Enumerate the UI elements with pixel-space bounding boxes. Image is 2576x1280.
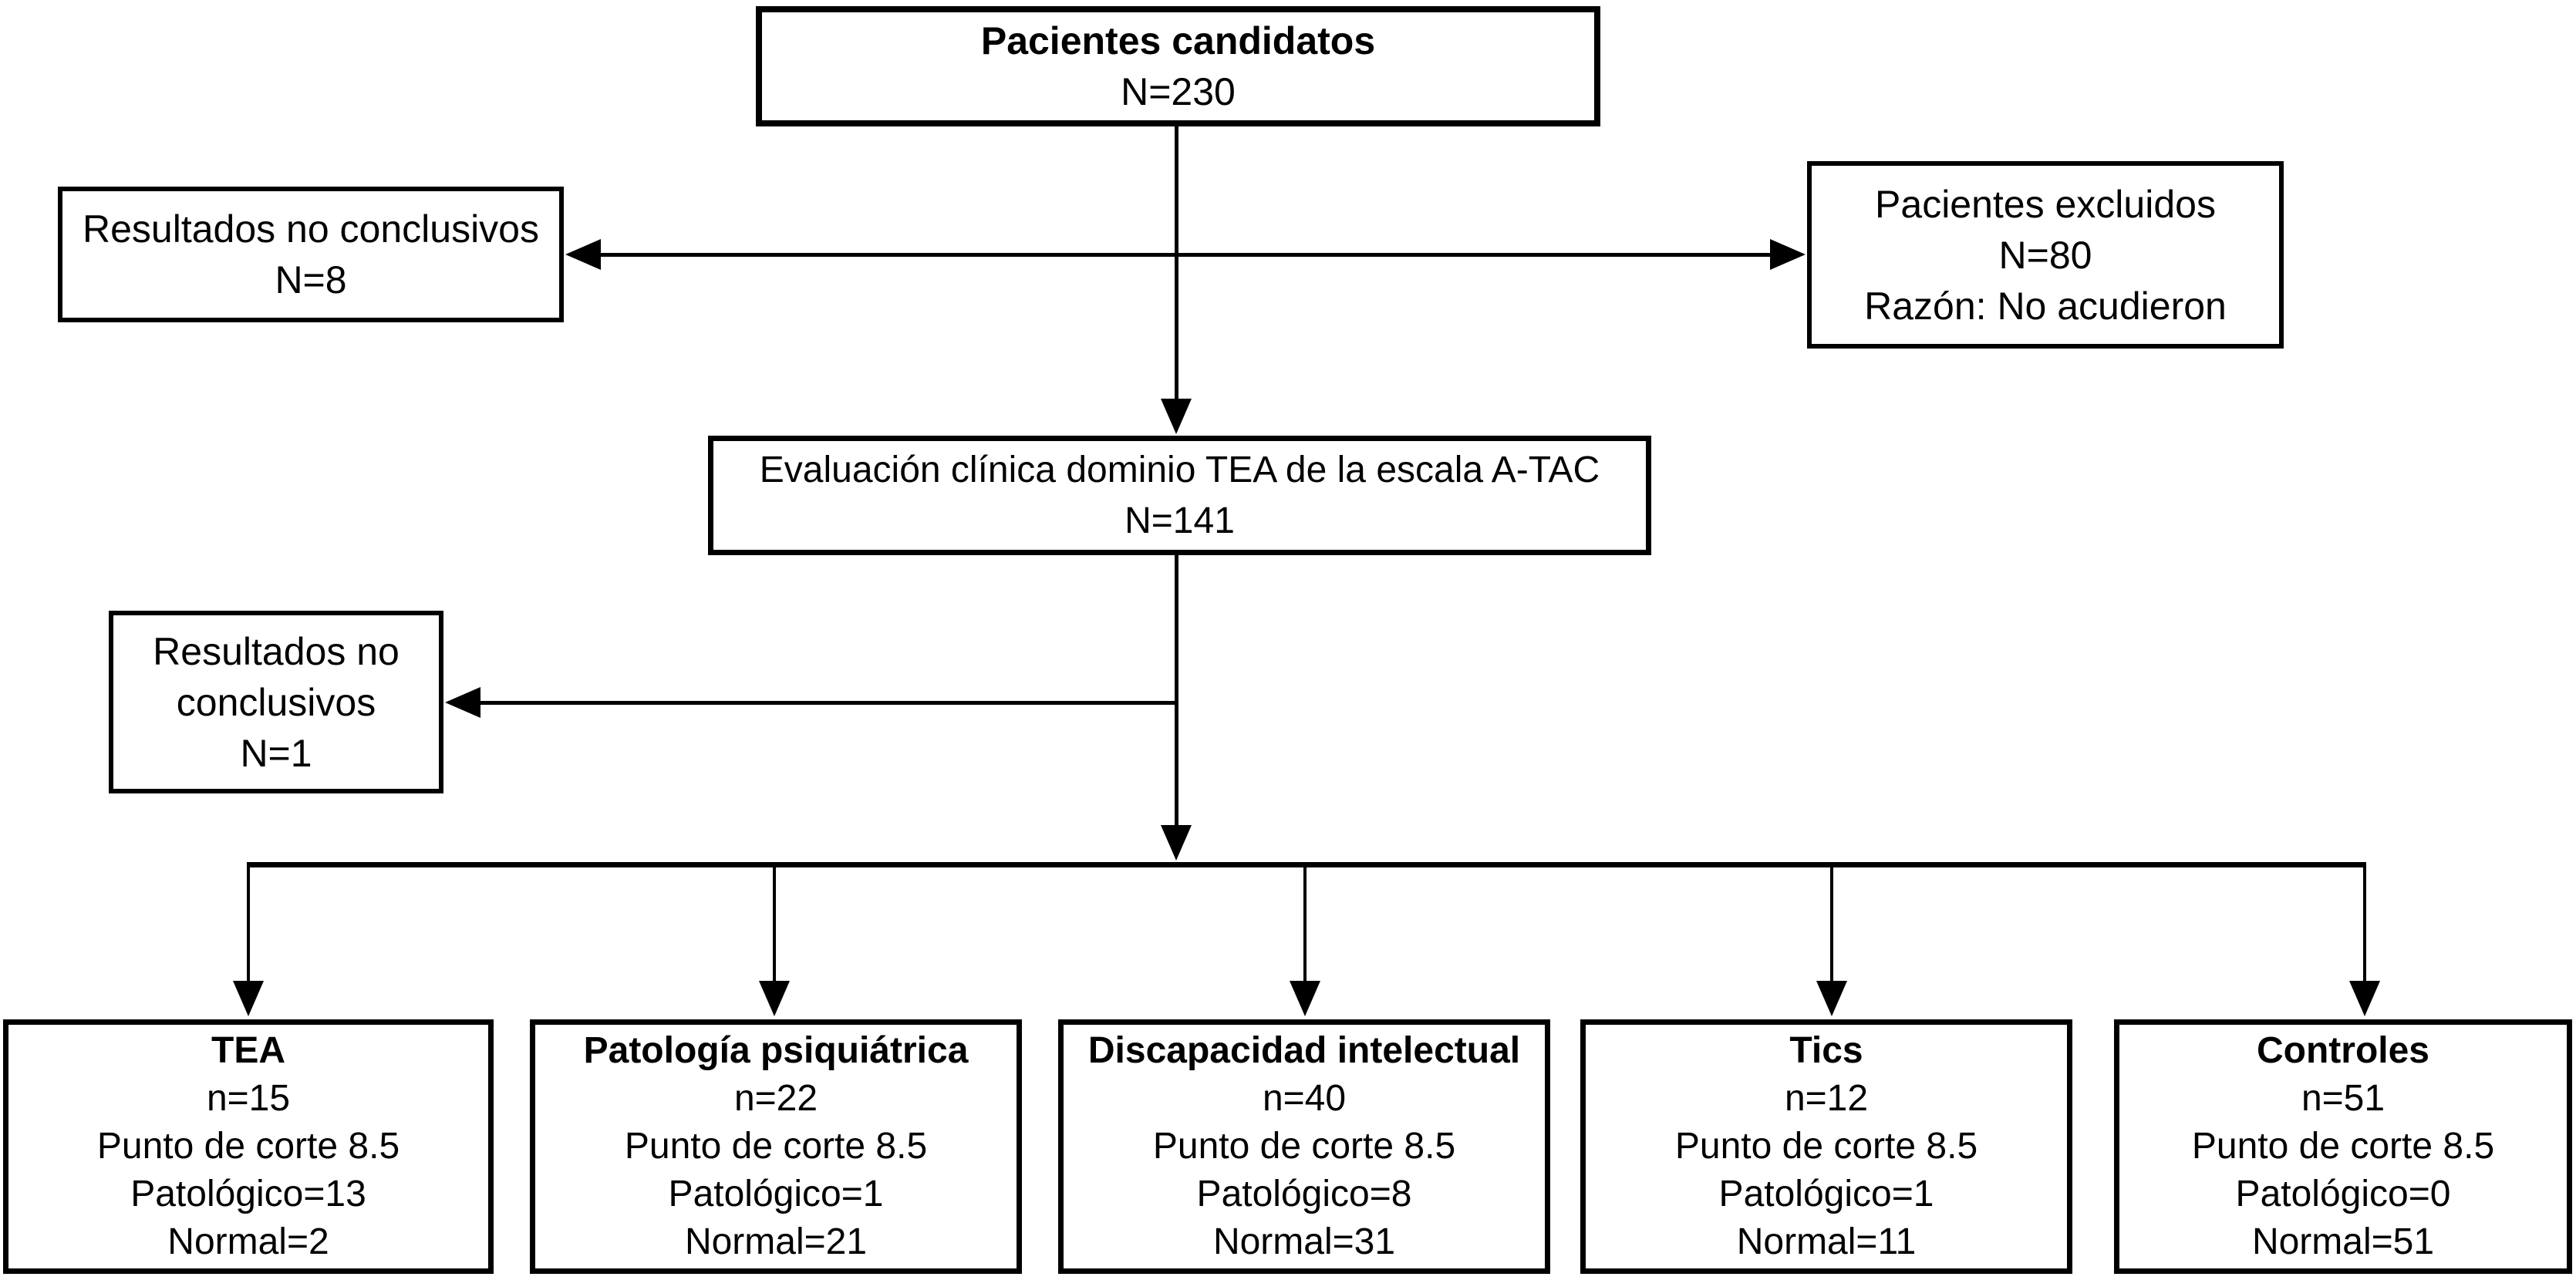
arrowhead-down-tics [1816,981,1847,1016]
group-normal: Normal=11 [1736,1221,1917,1262]
connector-drop-discapacidad [1303,867,1307,981]
group-pathological: Patológico=13 [130,1174,366,1214]
box-count: N=8 [275,258,347,301]
box-text: conclusivos [176,680,376,724]
box-reason: Razón: No acudieron [1864,284,2227,328]
box-text: Resultados no conclusivos [83,207,539,251]
group-box-tics: Tics n=12 Punto de corte 8.5 Patológico=… [1580,1019,2072,1274]
box-pacientes-excluidos: Pacientes excluidos N=80 Razón: No acudi… [1807,161,2284,349]
box-count: N=1 [240,731,312,775]
group-cutoff: Punto de corte 8.5 [1674,1126,1978,1167]
group-box-patologia-psiquiatrica: Patología psiquiátrica n=22 Punto de cor… [530,1019,1022,1274]
arrowhead-down-controles [2349,981,2380,1016]
box-resultados-no-conclusivos-second: Resultados no conclusivos N=1 [109,611,443,793]
group-n: n=40 [1262,1078,1347,1119]
arrowhead-left-no-conclusive-first [565,239,601,270]
group-cutoff: Punto de corte 8.5 [2191,1126,2495,1167]
group-cutoff: Punto de corte 8.5 [96,1126,400,1167]
group-n: n=51 [2301,1078,2385,1119]
group-pathological: Patológico=0 [2235,1174,2451,1214]
group-title: TEA [211,1030,285,1071]
group-title: Tics [1789,1030,1863,1071]
group-cutoff: Punto de corte 8.5 [624,1126,928,1167]
group-normal: Normal=51 [2251,1221,2435,1262]
box-pacientes-candidatos: Pacientes candidatos N=230 [756,6,1600,126]
group-box-discapacidad-intelectual: Discapacidad intelectual n=40 Punto de c… [1058,1019,1550,1274]
box-text: Evaluación clínica dominio TEA de la esc… [759,449,1600,490]
box-text: Resultados no [153,629,400,673]
box-count: N=230 [1121,70,1236,113]
group-normal: Normal=31 [1212,1221,1396,1262]
arrowhead-down-distribution [1161,825,1192,861]
group-normal: Normal=2 [167,1221,329,1262]
connector-drop-tics [1830,867,1833,981]
group-normal: Normal=21 [684,1221,868,1262]
arrowhead-left-no-conclusive-second [445,687,480,718]
box-count: N=80 [1998,233,2092,277]
group-title: Discapacidad intelectual [1087,1030,1521,1071]
connector-top-to-evaluation [1175,126,1178,400]
connector-drop-tea [247,867,250,981]
connector-evaluation-to-distribution [1175,554,1178,827]
connector-drop-patologia [773,867,776,981]
connector-drop-controles [2363,867,2366,981]
box-text: Pacientes excluidos [1875,182,2216,226]
arrowhead-down-discapacidad [1290,981,1320,1016]
connector-exclusion-branch [599,253,1772,257]
group-n: n=12 [1784,1078,1869,1119]
arrowhead-down-patologia [759,981,790,1016]
box-resultados-no-conclusivos-first: Resultados no conclusivos N=8 [58,187,564,322]
group-cutoff: Punto de corte 8.5 [1152,1126,1456,1167]
box-title: Pacientes candidatos [980,19,1376,62]
connector-no-conclusive-second-branch [480,701,1176,705]
group-n: n=15 [206,1078,291,1119]
arrowhead-down-evaluation [1161,399,1192,434]
connector-distribution-line [247,862,2366,867]
group-pathological: Patológico=1 [668,1174,884,1214]
box-count: N=141 [1124,500,1235,541]
arrowhead-right-excluded [1770,239,1806,270]
group-box-controles: Controles n=51 Punto de corte 8.5 Patoló… [2114,1019,2572,1274]
group-box-tea: TEA n=15 Punto de corte 8.5 Patológico=1… [3,1019,494,1274]
box-evaluacion-clinica: Evaluación clínica dominio TEA de la esc… [708,436,1651,555]
arrowhead-down-tea [233,981,264,1016]
group-pathological: Patológico=1 [1718,1174,1934,1214]
group-title: Patología psiquiátrica [583,1030,969,1071]
group-pathological: Patológico=8 [1196,1174,1412,1214]
group-title: Controles [2256,1030,2429,1071]
group-n: n=22 [733,1078,818,1119]
